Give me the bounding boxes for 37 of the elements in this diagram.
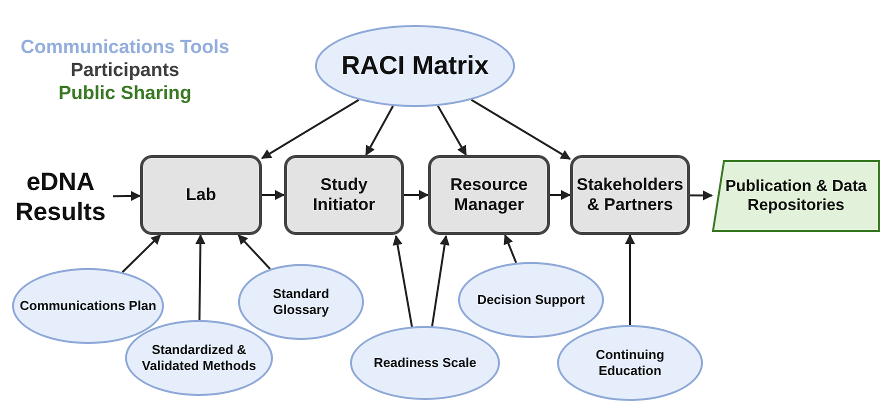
node-label: Readiness Scale (374, 355, 476, 371)
arrow (690, 190, 713, 200)
node-label: Communications Plan (20, 298, 156, 314)
arrow (550, 190, 571, 200)
node-label: Standardized & Validated Methods (140, 342, 258, 374)
node-label: Standard Glossary (272, 286, 330, 318)
arrow (470, 99, 571, 160)
process-box (140, 155, 262, 235)
arrow (437, 105, 467, 156)
node-label: Continuing Education (594, 347, 666, 379)
node-label: eDNA Results (14, 167, 107, 227)
arrow (365, 106, 394, 156)
node-label: Lab (186, 184, 216, 206)
arrow (392, 235, 413, 328)
arrow (404, 190, 429, 200)
output-parallelogram (712, 160, 880, 232)
process-box (284, 155, 404, 235)
arrow (195, 234, 206, 320)
arrow (504, 234, 518, 264)
node-label: Decision Support (477, 292, 585, 308)
legend-entry: Communications Tools (20, 36, 230, 60)
arrow (625, 234, 635, 325)
node-label: Stakeholders & Partners (576, 174, 684, 216)
arrow (112, 191, 141, 201)
node-label: Study Initiator (312, 174, 376, 216)
process-box (570, 155, 690, 235)
arrow (122, 234, 161, 273)
legend-entry: Public Sharing (58, 82, 192, 106)
arrow (261, 99, 360, 160)
arrow (262, 190, 285, 200)
arrow (238, 234, 271, 270)
legend-entry: Participants (70, 59, 180, 82)
node-label: Publication & Data Repositories (724, 176, 868, 216)
node-label: RACI Matrix (341, 50, 489, 82)
arrow (431, 235, 450, 328)
process-box (428, 155, 550, 235)
node-label: Resource Manager (449, 174, 529, 216)
